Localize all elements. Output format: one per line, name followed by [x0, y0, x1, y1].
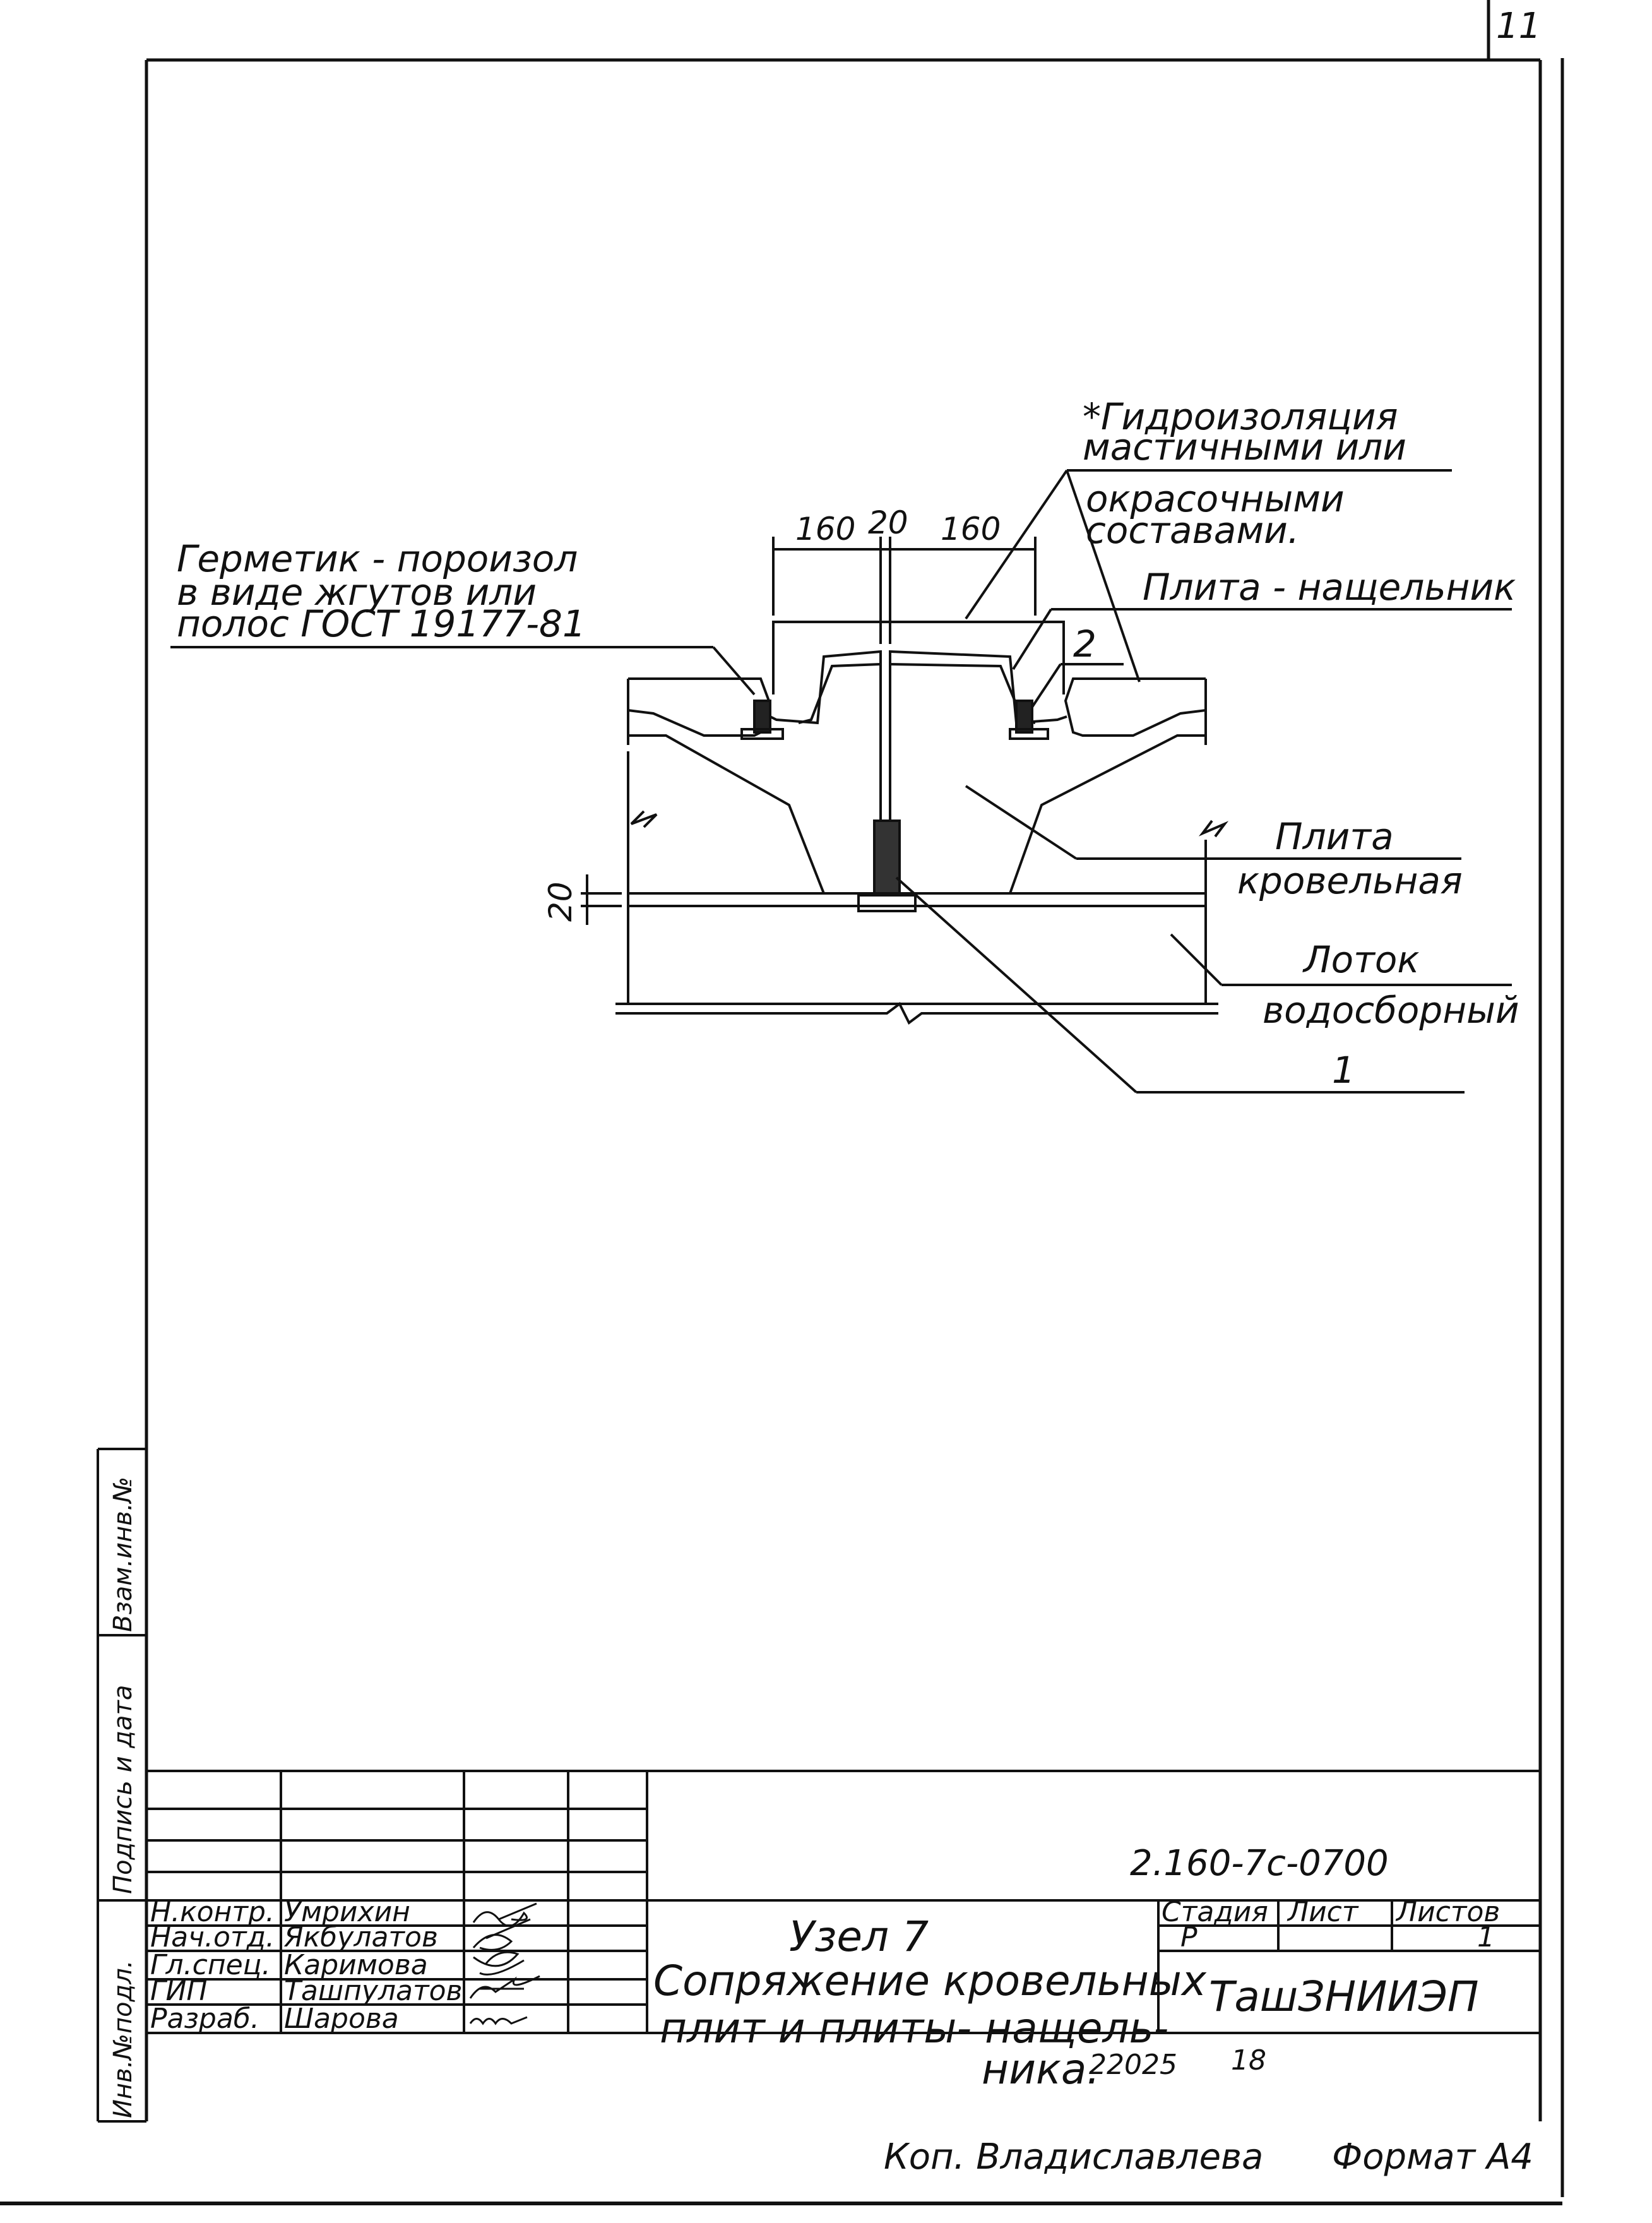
label-germ-2: в виде жгутов или [177, 571, 537, 614]
joint-drawing [170, 469, 1512, 1094]
inv-orig-label: Инв.№подл. [109, 1960, 138, 2118]
sheets-header: Листов [1395, 1896, 1500, 1928]
inv-repl-label: Взам.инв.№ [109, 1477, 138, 1632]
stage-header: Стадия [1162, 1896, 1268, 1928]
role-n-kontr: Н.контр. [150, 1896, 275, 1928]
sheet-format: Формат А4 [1332, 2137, 1533, 2178]
label-hydro-4: составами. [1086, 509, 1299, 552]
role-razrab: Разраб. [150, 2003, 259, 2035]
name-umrikhin: Умрихин [284, 1896, 410, 1928]
label-hydro-2: мастичными или [1083, 426, 1406, 468]
role-nach-otd: Нач.отд. [150, 1921, 275, 1953]
footer-number-1: 22025 [1089, 2049, 1177, 2081]
title-node: Узел 7 [789, 1912, 929, 1961]
title-line-4: ника. [982, 2045, 1100, 2094]
title-line-3: плит и плиты- нащель- [660, 2004, 1168, 2053]
side-stamp: Инв.№подл. Подпись и дата Взам.инв.№ [97, 1448, 146, 2123]
title-line-2: Сопряжение кровельных [653, 1957, 1207, 2005]
footer-number-2: 18 [1231, 2044, 1266, 2077]
label-hydro-3: окрасочными [1086, 477, 1345, 520]
role-gip: ГИП [150, 1975, 208, 2007]
role-gl-spec: Гл.спец. [150, 1949, 271, 1981]
stage-value: Р [1180, 1921, 1197, 1953]
sign-date-label: Подпись и дата [109, 1685, 138, 1894]
name-karimova: Каримова [284, 1949, 428, 1981]
label-hydro-1: *Гидроизоляция [1083, 395, 1398, 438]
label-tray-2: водосборный [1263, 989, 1519, 1032]
name-tashpulatov: Ташпулатов [284, 1975, 462, 2007]
copied-by: Коп. Владиславлева [884, 2137, 1263, 2178]
organization: ТашЗНИИЭП [1209, 1972, 1479, 2021]
label-tray-1: Лоток [1302, 938, 1419, 981]
label-plate-cover: Плита - нащельник [1143, 566, 1516, 609]
callout-1: 1 [1332, 1049, 1355, 1092]
doc-code: 2.160-7с-0700 [1130, 1843, 1389, 1884]
signatures [469, 1902, 540, 2025]
name-yakbulatov: Якбулатов [283, 1921, 438, 1953]
callout-2: 2 [1073, 623, 1096, 665]
sheets-value: 1 [1477, 1921, 1495, 1953]
dim-mid: 20 [868, 504, 908, 541]
label-germ-3: полос ГОСТ 19177-81 [177, 602, 586, 645]
label-germ-1: Герметик - пороизол [177, 537, 578, 580]
dim-vertical: 20 [542, 881, 579, 922]
title-block-grid [146, 1770, 1540, 2034]
label-plate-roof-2: кровельная [1237, 859, 1463, 902]
dim-left: 160 [795, 511, 855, 547]
sheet-frame [0, 0, 1564, 2205]
label-plate-roof-1: Плита [1275, 815, 1394, 858]
dim-right: 160 [941, 511, 1001, 547]
name-sharova: Шарова [284, 2003, 399, 2035]
sheet-header: Лист [1287, 1896, 1359, 1928]
sheet-corner-number: 11 [1496, 6, 1541, 47]
